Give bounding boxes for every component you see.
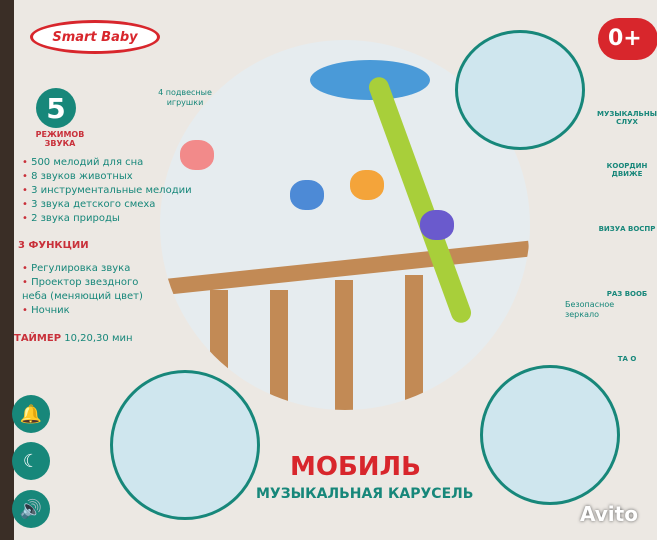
list-item: 500 мелодий для сна: [22, 156, 192, 170]
age-badge: 0+: [598, 18, 657, 60]
list-item: 2 звука природы: [22, 212, 192, 226]
toys-callout: 4 подвесные игрушки: [158, 88, 212, 107]
feature-coordination: КООРДИН ДВИЖЕ: [606, 162, 648, 178]
list-item: Ночник: [22, 304, 162, 318]
watermark: Avito: [580, 502, 638, 526]
feature-hearing: МУЗЫКАЛЬНЫЙ СЛУХ: [597, 110, 657, 126]
moon-icon: ☾: [12, 442, 50, 480]
brand-logo: Smart Baby: [30, 20, 160, 54]
sound-modes-label: РЕЖИМОВ ЗВУКА: [35, 130, 85, 148]
feature-imagination: РАЗ ВООБ: [606, 290, 648, 298]
timer: ТАЙМЕР 10,20,30 мин: [14, 333, 133, 344]
product-title: МОБИЛЬ: [290, 452, 421, 482]
feature-visual: ВИЗУА ВОСПР: [598, 225, 656, 233]
list-item: 3 звука детского смеха: [22, 198, 192, 212]
speaker-icon: 🔊: [12, 490, 50, 528]
sound-modes-badge: 5: [36, 88, 76, 128]
inset-photo-top: [455, 30, 585, 150]
list-item: 8 звуков животных: [22, 170, 192, 184]
list-item: 3 инструментальные мелодии: [22, 184, 192, 198]
feature-tactile: ТА О: [617, 355, 637, 363]
sound-list: 500 мелодий для сна 8 звуков животных 3 …: [22, 156, 192, 226]
list-item: Регулировка звука: [22, 262, 162, 276]
mirror-callout: Безопасное зеркало: [565, 300, 615, 319]
functions-heading: 3 ФУНКЦИИ: [18, 240, 89, 251]
inset-photo-left: [110, 370, 260, 520]
inset-photo-right: [480, 365, 620, 505]
bell-icon: 🔔: [12, 395, 50, 433]
list-item: Проектор звездного неба (меняющий цвет): [22, 276, 162, 304]
functions-list: Регулировка звука Проектор звездного неб…: [22, 262, 162, 318]
product-subtitle: МУЗЫКАЛЬНАЯ КАРУСЕЛЬ: [256, 486, 474, 502]
